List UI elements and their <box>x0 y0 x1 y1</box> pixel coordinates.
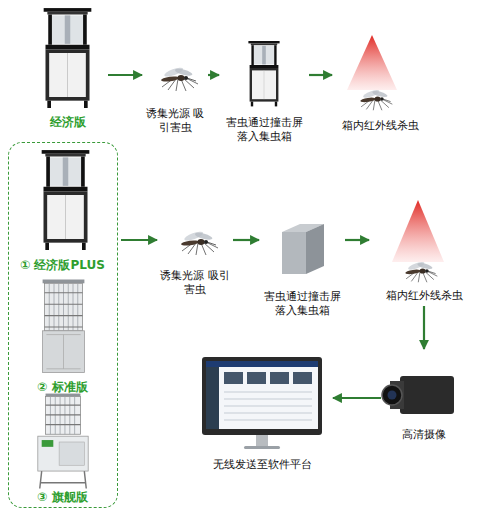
mosquito <box>161 66 198 91</box>
infrared-beam <box>347 35 397 90</box>
flow-arrow <box>121 239 157 241</box>
mosquito <box>405 260 437 282</box>
monitor-screen <box>206 361 318 429</box>
node-text: 害虫通过撞击屏 落入集虫箱 <box>222 116 306 144</box>
monitor-neck <box>256 435 268 446</box>
camera-lens <box>382 385 402 405</box>
flow-arrow <box>309 74 332 76</box>
mosquito <box>360 88 392 110</box>
device-standard <box>43 280 85 373</box>
camera-node: 高清摄像 <box>384 352 464 442</box>
node-text: ③ 旗舰版 <box>37 490 87 505</box>
device-small <box>248 41 279 106</box>
flow-arrow <box>333 397 381 399</box>
step-node: 诱集光源 吸引害虫 <box>160 225 230 297</box>
flow-arrow <box>423 306 425 349</box>
device-economy <box>44 8 92 108</box>
box-side <box>306 224 324 274</box>
step-node: 箱内红外线杀虫 <box>335 33 425 133</box>
screen-header <box>206 361 318 367</box>
node-text: 无线发送至软件平台 <box>213 458 312 472</box>
device-node: ③ 旗舰版 <box>12 399 113 505</box>
device-economy-plus <box>42 150 90 250</box>
flow-arrow <box>345 239 369 241</box>
flow-arrow <box>108 74 142 76</box>
device-node: ① 经济版PLUS <box>12 147 113 273</box>
step-node: 害虫通过撞击屏 落入集虫箱 <box>262 220 342 318</box>
flow-arrow <box>208 74 219 76</box>
screen-thumbnail <box>293 372 312 384</box>
step-node: 诱集光源 吸引害虫 <box>145 60 205 135</box>
lens-glass <box>388 391 397 400</box>
screen-thumbnail <box>270 372 289 384</box>
device-group: ① 经济版PLUS ② 标准版 ③ 旗舰版 <box>8 142 118 508</box>
node-text: 箱内红外线杀虫 <box>342 119 419 133</box>
node-text: 诱集光源 吸引害虫 <box>160 269 230 297</box>
mosquito <box>181 230 218 255</box>
node-text: 诱集光源 吸引害虫 <box>145 107 205 135</box>
monitor-base <box>244 446 280 449</box>
step-node: 箱内红外线杀虫 <box>372 198 477 303</box>
camera-body <box>400 376 454 414</box>
node-text: 箱内红外线杀虫 <box>386 289 463 303</box>
box-front <box>282 232 306 274</box>
flow-arrow <box>233 239 259 241</box>
screen-table <box>224 392 312 420</box>
node-text: 高清摄像 <box>402 428 446 442</box>
node-text: 经济版 <box>50 115 86 130</box>
device-node: ② 标准版 <box>12 275 113 395</box>
infrared-beam <box>392 200 444 262</box>
device-node: 经济版 <box>30 3 105 130</box>
node-text: ① 经济版PLUS <box>20 258 105 273</box>
node-text: 害虫通过撞击屏 落入集虫箱 <box>262 290 342 318</box>
monitor-frame <box>202 357 322 435</box>
node-text: ② 标准版 <box>37 380 87 395</box>
step-node: 害虫通过撞击屏 落入集虫箱 <box>222 38 306 144</box>
screen-thumbnail <box>224 372 243 384</box>
platform-node: 无线发送至软件平台 <box>195 352 330 472</box>
device-flagship <box>38 394 88 489</box>
screen-sidebar <box>206 367 219 429</box>
screen-thumbnail <box>247 372 266 384</box>
